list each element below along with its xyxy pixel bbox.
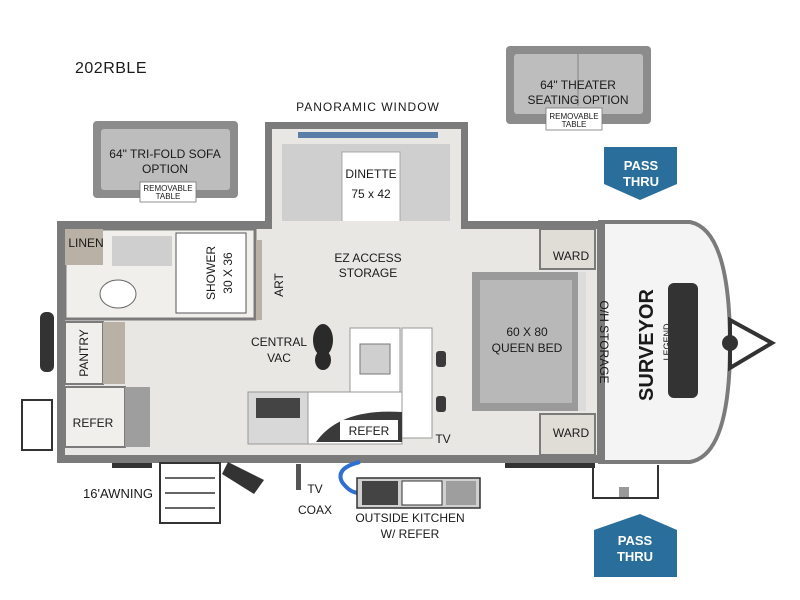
awning-bar	[112, 463, 152, 468]
central-vac-label-line2: VAC	[267, 351, 291, 365]
shower-label-line2: 30 X 36	[221, 252, 235, 294]
spare-tire	[40, 312, 54, 372]
tri-fold-sofa-label-line1: 64" TRI-FOLD SOFA	[109, 147, 220, 161]
dinette-label-line1: DINETTE	[345, 167, 396, 181]
pass-thru-top: PASS THRU	[604, 147, 677, 200]
front-jack	[619, 487, 629, 497]
theater-label-line2: SEATING OPTION	[527, 93, 628, 107]
bedroom: WARD WARD 60 X 80 QUEEN BED O/H STORAGE	[472, 228, 611, 456]
pass-thru-top-line1: PASS	[624, 158, 659, 173]
art-label: ART	[272, 272, 286, 296]
ez-access-label-line1: EZ ACCESS	[334, 251, 401, 265]
refer-left: REFER	[64, 386, 150, 448]
model-number: 202RBLE	[75, 60, 147, 77]
pass-thru-bottom: PASS THRU	[594, 514, 677, 577]
pantry-label: PANTRY	[77, 329, 91, 377]
shower-label-line1: SHOWER	[204, 246, 218, 300]
hitch	[722, 316, 777, 372]
front-window	[668, 283, 698, 398]
front-jack-frame	[592, 465, 659, 499]
tri-fold-sofa-option: 64" TRI-FOLD SOFA OPTION REMOVABLE TABLE	[93, 121, 238, 203]
pass-thru-bottom-line2: THRU	[617, 549, 653, 564]
art-wall	[256, 240, 262, 320]
refer-left-label: REFER	[73, 416, 114, 430]
panoramic-window-label: PANORAMIC WINDOW	[296, 100, 440, 114]
ez-access-label-line2: STORAGE	[339, 266, 397, 280]
dinette-label-line2: 75 x 42	[351, 187, 391, 201]
theater-removable-label: REMOVABLE	[549, 112, 598, 121]
bathroom: LINEN SHOWER 30 X 36	[63, 227, 257, 321]
tv-coax-label-line1: TV	[307, 482, 322, 496]
removable-table-label: REMOVABLE	[143, 184, 192, 193]
entry-steps	[159, 462, 264, 524]
pantry: PANTRY	[64, 321, 125, 385]
awning-bar-right	[505, 463, 595, 468]
pass-thru-top-line2: THRU	[623, 174, 659, 189]
tv-coax-post	[296, 464, 301, 490]
outside-kitchen-label-line2: W/ REFER	[381, 527, 440, 541]
outside-kitchen: OUTSIDE KITCHEN W/ REFER	[338, 460, 481, 541]
tv-label: TV	[435, 432, 450, 446]
ward-bottom-label: WARD	[553, 426, 590, 440]
footprint-icon	[313, 324, 333, 370]
awning-label: 16'AWNING	[83, 486, 153, 501]
brand-logo-text: SURVEYOR	[636, 289, 658, 401]
outside-kitchen-label-line1: OUTSIDE KITCHEN	[355, 511, 464, 525]
tv-coax-label-line2: COAX	[298, 503, 332, 517]
queen-bed-label-line1: 60 X 80	[506, 325, 548, 339]
linen-label: LINEN	[68, 236, 103, 250]
queen-bed-label-line2: QUEEN BED	[492, 341, 563, 355]
theater-table-label: TABLE	[562, 120, 587, 129]
removable-table-label-2: TABLE	[156, 192, 181, 201]
kitchen-island: REFER	[247, 327, 446, 445]
oh-storage-label: O/H STORAGE	[597, 300, 611, 383]
tri-fold-sofa-label-line2: OPTION	[142, 162, 188, 176]
rear-rack	[21, 399, 53, 451]
central-vac-label-line1: CENTRAL	[251, 335, 307, 349]
refer-island-label: REFER	[349, 424, 390, 438]
theater-label-line1: 64" THEATER	[540, 78, 616, 92]
brand-sub-logo-text: LEGEND	[662, 323, 672, 361]
pass-thru-bottom-line1: PASS	[618, 533, 653, 548]
ward-top-label: WARD	[553, 249, 590, 263]
theater-seating-option: 64" THEATER SEATING OPTION REMOVABLE TAB…	[506, 46, 651, 131]
